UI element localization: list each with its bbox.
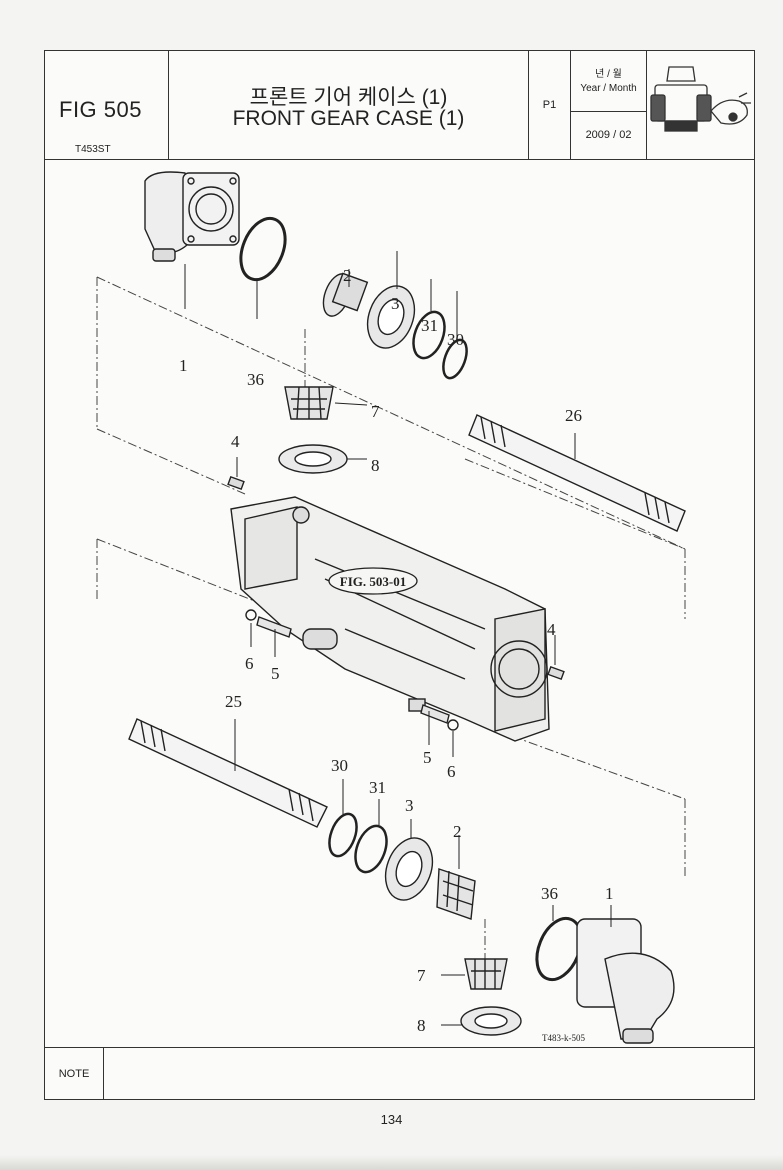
callout-bearing-top: 3 [391, 294, 400, 313]
callout-bevel-gear-bottom: 7 [417, 966, 426, 985]
tractor-icon-cell [647, 51, 756, 159]
callout-washer-right: 6 [447, 762, 456, 781]
callout-snap-ring-bottom: 30 [331, 756, 348, 775]
callout-washer-left: 6 [245, 654, 254, 673]
callout-housing-top: 1 [179, 356, 188, 375]
gear-case-drawing: FIG. 503-01 1 36 2 3 31 30 7 8 26 4 6 5 … [96, 171, 686, 1044]
fig-label: FIG 505 [59, 97, 142, 122]
callout-sleeve-top: 2 [343, 266, 352, 285]
title-korean: 프론트 기어 케이스 (1) [249, 86, 448, 109]
callout-pin-right: 4 [547, 620, 556, 639]
callout-shaft-26: 26 [565, 406, 582, 425]
exploded-parts-diagram: FIG. 503-01 1 36 2 3 31 30 7 8 26 4 6 5 … [45, 159, 756, 1047]
date-value: 2009 / 02 [585, 129, 632, 141]
year-month-english: Year / Month [580, 83, 637, 94]
title-english: FRONT GEAR CASE (1) [232, 107, 465, 130]
callout-o-ring-top: 36 [247, 370, 264, 389]
callout-gear-bottom: 2 [453, 822, 462, 841]
note-label: NOTE [45, 1048, 104, 1100]
callout-bevel-gear-top: 7 [371, 402, 380, 421]
drawing-code: T483-k-505 [542, 1033, 585, 1043]
callout-housing-bottom: 1 [605, 884, 614, 903]
page-label: P1 [542, 99, 557, 111]
callout-o-ring-bottom: 36 [541, 884, 558, 903]
callout-bearing-bottom: 3 [405, 796, 414, 815]
tractor-icon [650, 66, 751, 132]
date-divider [571, 111, 646, 112]
model-label: T453ST [75, 144, 111, 155]
callout-shim-top: 31 [421, 316, 438, 335]
header-block: FIG 505 T453ST 프론트 기어 케이스 (1) FRONT GEAR… [45, 51, 754, 160]
callout-bolt-left: 5 [271, 664, 280, 683]
catalog-sheet: FIG 505 T453ST 프론트 기어 케이스 (1) FRONT GEAR… [44, 50, 755, 1100]
callout-snap-ring-top: 30 [447, 330, 464, 349]
page-number: 134 [380, 1112, 403, 1127]
callout-pin-top: 4 [231, 432, 240, 451]
callout-shaft-25: 25 [225, 692, 242, 711]
figure-ref-label: FIG. 503-01 [340, 574, 406, 589]
figure-ref-oval [328, 567, 418, 595]
callout-shim-bottom: 31 [369, 778, 386, 797]
fig-cell: FIG 505 T453ST [45, 51, 169, 159]
note-row: NOTE [45, 1047, 754, 1102]
scan-edge [0, 1155, 783, 1170]
page-cell: P1 [529, 51, 571, 159]
callout-bearing-8-bottom: 8 [417, 1016, 426, 1035]
callout-bolt-right: 5 [423, 748, 432, 767]
callout-bearing-8-top: 8 [371, 456, 380, 475]
title-cell: 프론트 기어 케이스 (1) FRONT GEAR CASE (1) [169, 51, 529, 159]
year-month-korean: 년 / 월 [595, 69, 622, 80]
date-cell: 년 / 월 Year / Month 2009 / 02 [571, 51, 647, 159]
